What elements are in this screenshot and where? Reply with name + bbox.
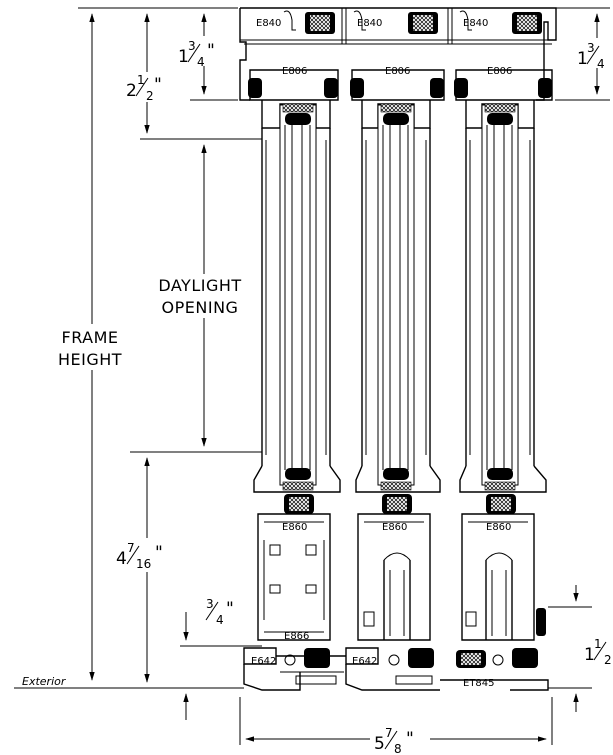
svg-text:1: 1 <box>577 49 588 69</box>
svg-text:1: 1 <box>594 637 602 651</box>
part-label-sill-mid: E642 <box>352 656 377 667</box>
part-label-top-rail: E806 <box>385 66 410 77</box>
dim-sill-right: 1 1 2 <box>584 637 612 667</box>
svg-text:OPENING: OPENING <box>162 298 239 317</box>
exterior-label: Exterior <box>22 675 67 688</box>
dim-frame-height: FRAME HEIGHT <box>48 324 136 370</box>
svg-text:16: 16 <box>136 557 151 571</box>
sash-panel-1 <box>248 10 341 641</box>
svg-text:4: 4 <box>197 55 205 69</box>
dim-top-left-large: 2 1 2 " <box>122 72 172 103</box>
svg-text:4: 4 <box>216 613 224 627</box>
part-label-head: E840 <box>463 18 488 29</box>
part-label-bottom-rail: E860 <box>382 522 407 533</box>
svg-text:5: 5 <box>374 734 385 754</box>
svg-text:FRAME: FRAME <box>61 328 118 347</box>
dim-daylight-opening: DAYLIGHT OPENING <box>150 274 250 318</box>
dim-top-left-small: 1 3 4 " <box>176 36 228 69</box>
svg-text:3: 3 <box>587 41 595 55</box>
svg-text:3: 3 <box>206 597 214 611</box>
dim-sill-left: 3 4 " <box>205 597 234 627</box>
svg-text:7: 7 <box>385 726 393 740</box>
part-label-bottom-rail: E860 <box>486 522 511 533</box>
sash-panel-2 <box>350 10 445 641</box>
svg-text:DAYLIGHT: DAYLIGHT <box>158 276 241 295</box>
svg-text:7: 7 <box>127 541 135 555</box>
svg-text:HEIGHT: HEIGHT <box>58 350 122 369</box>
part-label-head: E840 <box>256 18 281 29</box>
svg-text:4: 4 <box>597 57 605 71</box>
part-label-top-rail: E806 <box>487 66 512 77</box>
svg-text:": " <box>406 729 414 749</box>
svg-text:2: 2 <box>604 653 612 667</box>
svg-text:1: 1 <box>584 645 595 665</box>
part-label-head: E840 <box>357 18 382 29</box>
part-label-sill-clip: E866 <box>284 631 309 642</box>
svg-text:3: 3 <box>188 39 196 53</box>
part-label-bottom-rail: E860 <box>282 522 307 533</box>
dimension-labels: 1 3 4 " 2 1 2 " 1 3 4 DAYLIGHT OPENING <box>22 36 612 755</box>
svg-text:8: 8 <box>394 742 402 755</box>
svg-text:": " <box>154 75 162 95</box>
dim-top-right: 1 3 4 <box>574 38 612 71</box>
svg-text:4: 4 <box>116 549 127 569</box>
head-frame <box>239 7 557 101</box>
sash-panel-3 <box>454 10 553 641</box>
svg-text:1: 1 <box>178 47 189 67</box>
svg-text:": " <box>226 599 234 619</box>
svg-text:2: 2 <box>126 81 137 101</box>
svg-text:": " <box>207 41 215 61</box>
part-label-sill-left: E642 <box>251 656 276 667</box>
svg-text:": " <box>155 543 163 563</box>
svg-text:2: 2 <box>146 89 154 103</box>
part-labels: E840 E840 E840 E806 E806 E806 E860 E860 … <box>251 18 512 689</box>
svg-text:1: 1 <box>137 73 145 87</box>
part-label-sill-track: ET845 <box>463 678 495 689</box>
dim-bottom-left: 4 7 16 " <box>112 538 184 572</box>
sill-frame <box>243 647 549 691</box>
part-label-top-rail: E806 <box>282 66 307 77</box>
dim-overall-width: 5 7 8 " <box>370 725 430 755</box>
